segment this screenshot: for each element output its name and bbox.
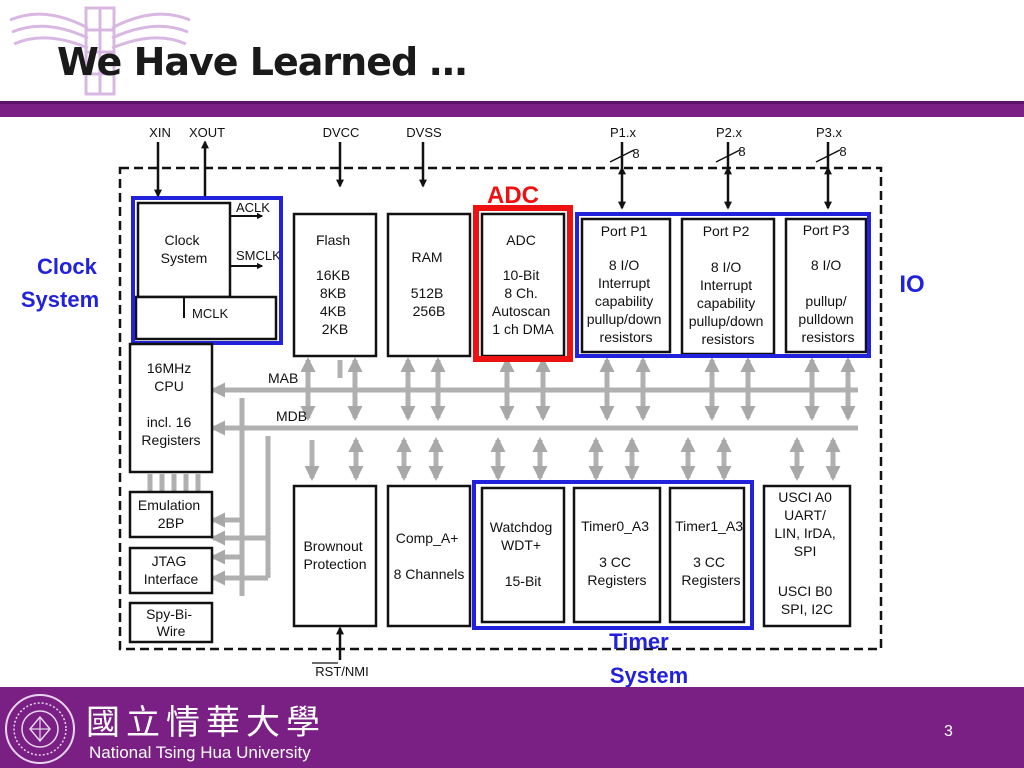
adc-annotation: ADC <box>487 182 539 209</box>
svg-text:Port P1 8 I/O Inte: Port P1 8 I/O Interrupt capability pullu… <box>587 223 666 345</box>
svg-text:Watchdog WDT+ 15-B: Watchdog WDT+ 15-Bit <box>490 519 556 589</box>
pin-rst-nmi: RST/NMI <box>315 664 368 679</box>
university-name: National Tsing Hua University <box>89 743 311 762</box>
svg-text:Port P3 8 I/O pull: Port P3 8 I/O pullup/ pulldown resistors <box>798 222 857 345</box>
university-seal-icon <box>5 694 75 764</box>
pin-dvcc: DVCC <box>323 125 360 140</box>
timer-annotation-line2: System <box>610 663 688 687</box>
pin-p1x: P1.x <box>610 125 637 140</box>
adc-block: ADC 10-Bit 8 Ch. Autoscan 1 ch DMA <box>480 212 566 358</box>
aclk-label: ACLK <box>236 200 270 215</box>
svg-text:Timer System: Timer System <box>609 629 688 687</box>
pin-xout: XOUT <box>189 125 225 140</box>
chip-boundary <box>118 166 883 651</box>
svg-text:Timer0_A3 3 CC Reg: Timer0_A3 3 CC Registers <box>581 518 653 588</box>
brownout-block: Brownout Protection <box>292 484 378 628</box>
university-chinese-name: 國立情華大學 <box>86 703 326 743</box>
msp430-block-diagram: XIN XOUT DVCC DVSS P1.x P2.x P3.x 8 8 8 … <box>21 125 925 687</box>
clock-system-block: Clock System ACLK SMCLK MCLK <box>134 200 281 341</box>
cpu-block: 16MHz CPU incl. 16 Registers <box>128 342 214 474</box>
title-underline-bar <box>0 101 1024 117</box>
adc-highlight <box>473 205 573 362</box>
svg-text:RAM 512B 256B: RAM 512B 256B <box>411 249 448 319</box>
pin-xin: XIN <box>149 125 171 140</box>
svg-text:Clock System: Clock System <box>161 232 208 266</box>
port-p3-block: Port P3 8 I/O pullup/ pulldown resistors <box>784 217 868 354</box>
svg-text:Comp_A+ 8 Channels: Comp_A+ 8 Channels <box>394 530 465 582</box>
title-bar-shade <box>0 101 1024 104</box>
svg-text:Emulation 2BP: Emulation 2BP <box>138 497 204 531</box>
port-p1-block: Port P1 8 I/O Interrupt capability pullu… <box>580 217 672 354</box>
bus-width-p1: 8 <box>632 146 639 161</box>
smclk-label: SMCLK <box>236 248 281 263</box>
svg-text:Flash 16KB 8KB: Flash 16KB 8KB 4KB 2KB <box>316 232 354 337</box>
flash-block: Flash 16KB 8KB 4KB 2KB <box>292 212 378 358</box>
usci-block: USCI A0 UART/ LIN, IrDA, SPI USCI B0 SPI… <box>762 484 852 628</box>
svg-text:USCI A0 UART/ LIN,: USCI A0 UART/ LIN, IrDA, SPI USCI B0 SPI… <box>774 489 839 617</box>
svg-text:ADC 10-Bit 8 Ch.: ADC 10-Bit 8 Ch. Autoscan 1 ch DMA <box>492 232 555 337</box>
svg-text:Brownout Protection: Brownout Protection <box>303 538 366 572</box>
pin-p2x: P2.x <box>716 125 743 140</box>
timer-annotation-line1: Timer <box>609 629 669 654</box>
svg-text:Timer1_A3 3 CC Reg: Timer1_A3 3 CC Registers <box>675 518 747 588</box>
clock-annotation-line2: System <box>21 287 99 312</box>
jtag-block: JTAG Interface <box>128 546 214 595</box>
page-number: 3 <box>944 723 953 740</box>
emulation-block: Emulation 2BP <box>128 490 214 539</box>
svg-text:Clock System: Clock System <box>21 254 103 312</box>
ram-block: RAM 512B 256B <box>386 212 472 358</box>
mdb-label: MDB <box>276 408 307 424</box>
slide-footer: 國立情華大學 National Tsing Hua University 3 <box>0 687 1024 768</box>
bus-width-p2: 8 <box>738 144 745 159</box>
timer0-block: Timer0_A3 3 CC Registers <box>572 486 662 624</box>
mclk-label: MCLK <box>192 306 228 321</box>
clock-annotation-line1: Clock <box>37 254 98 279</box>
watchdog-block: Watchdog WDT+ 15-Bit <box>480 486 566 624</box>
io-annotation: IO <box>899 271 924 298</box>
svg-text:16MHz CPU incl. 16: 16MHz CPU incl. 16 Registers <box>141 360 200 448</box>
university-logo-watermark <box>9 6 191 96</box>
timer-system-highlight <box>472 480 754 630</box>
pin-p3x: P3.x <box>816 125 843 140</box>
pin-dvss: DVSS <box>406 125 442 140</box>
mab-label: MAB <box>268 370 298 386</box>
port-p2-block: Port P2 8 I/O Interrupt capability pullu… <box>680 217 776 356</box>
bus-width-p3: 8 <box>839 144 846 159</box>
svg-text:Port P2 8 I/O Inte: Port P2 8 I/O Interrupt capability pullu… <box>689 223 768 347</box>
svg-text:JTAG Interface: JTAG Interface <box>144 553 199 587</box>
timer1-block: Timer1_A3 3 CC Registers <box>668 486 747 624</box>
io-highlight <box>575 212 871 358</box>
comparator-block: Comp_A+ 8 Channels <box>386 484 472 628</box>
svg-text:Spy-Bi- Wire: Spy-Bi- Wire <box>146 606 196 639</box>
slide-title: We Have Learned … <box>57 40 467 84</box>
spy-bi-wire-block: Spy-Bi- Wire <box>128 601 214 644</box>
